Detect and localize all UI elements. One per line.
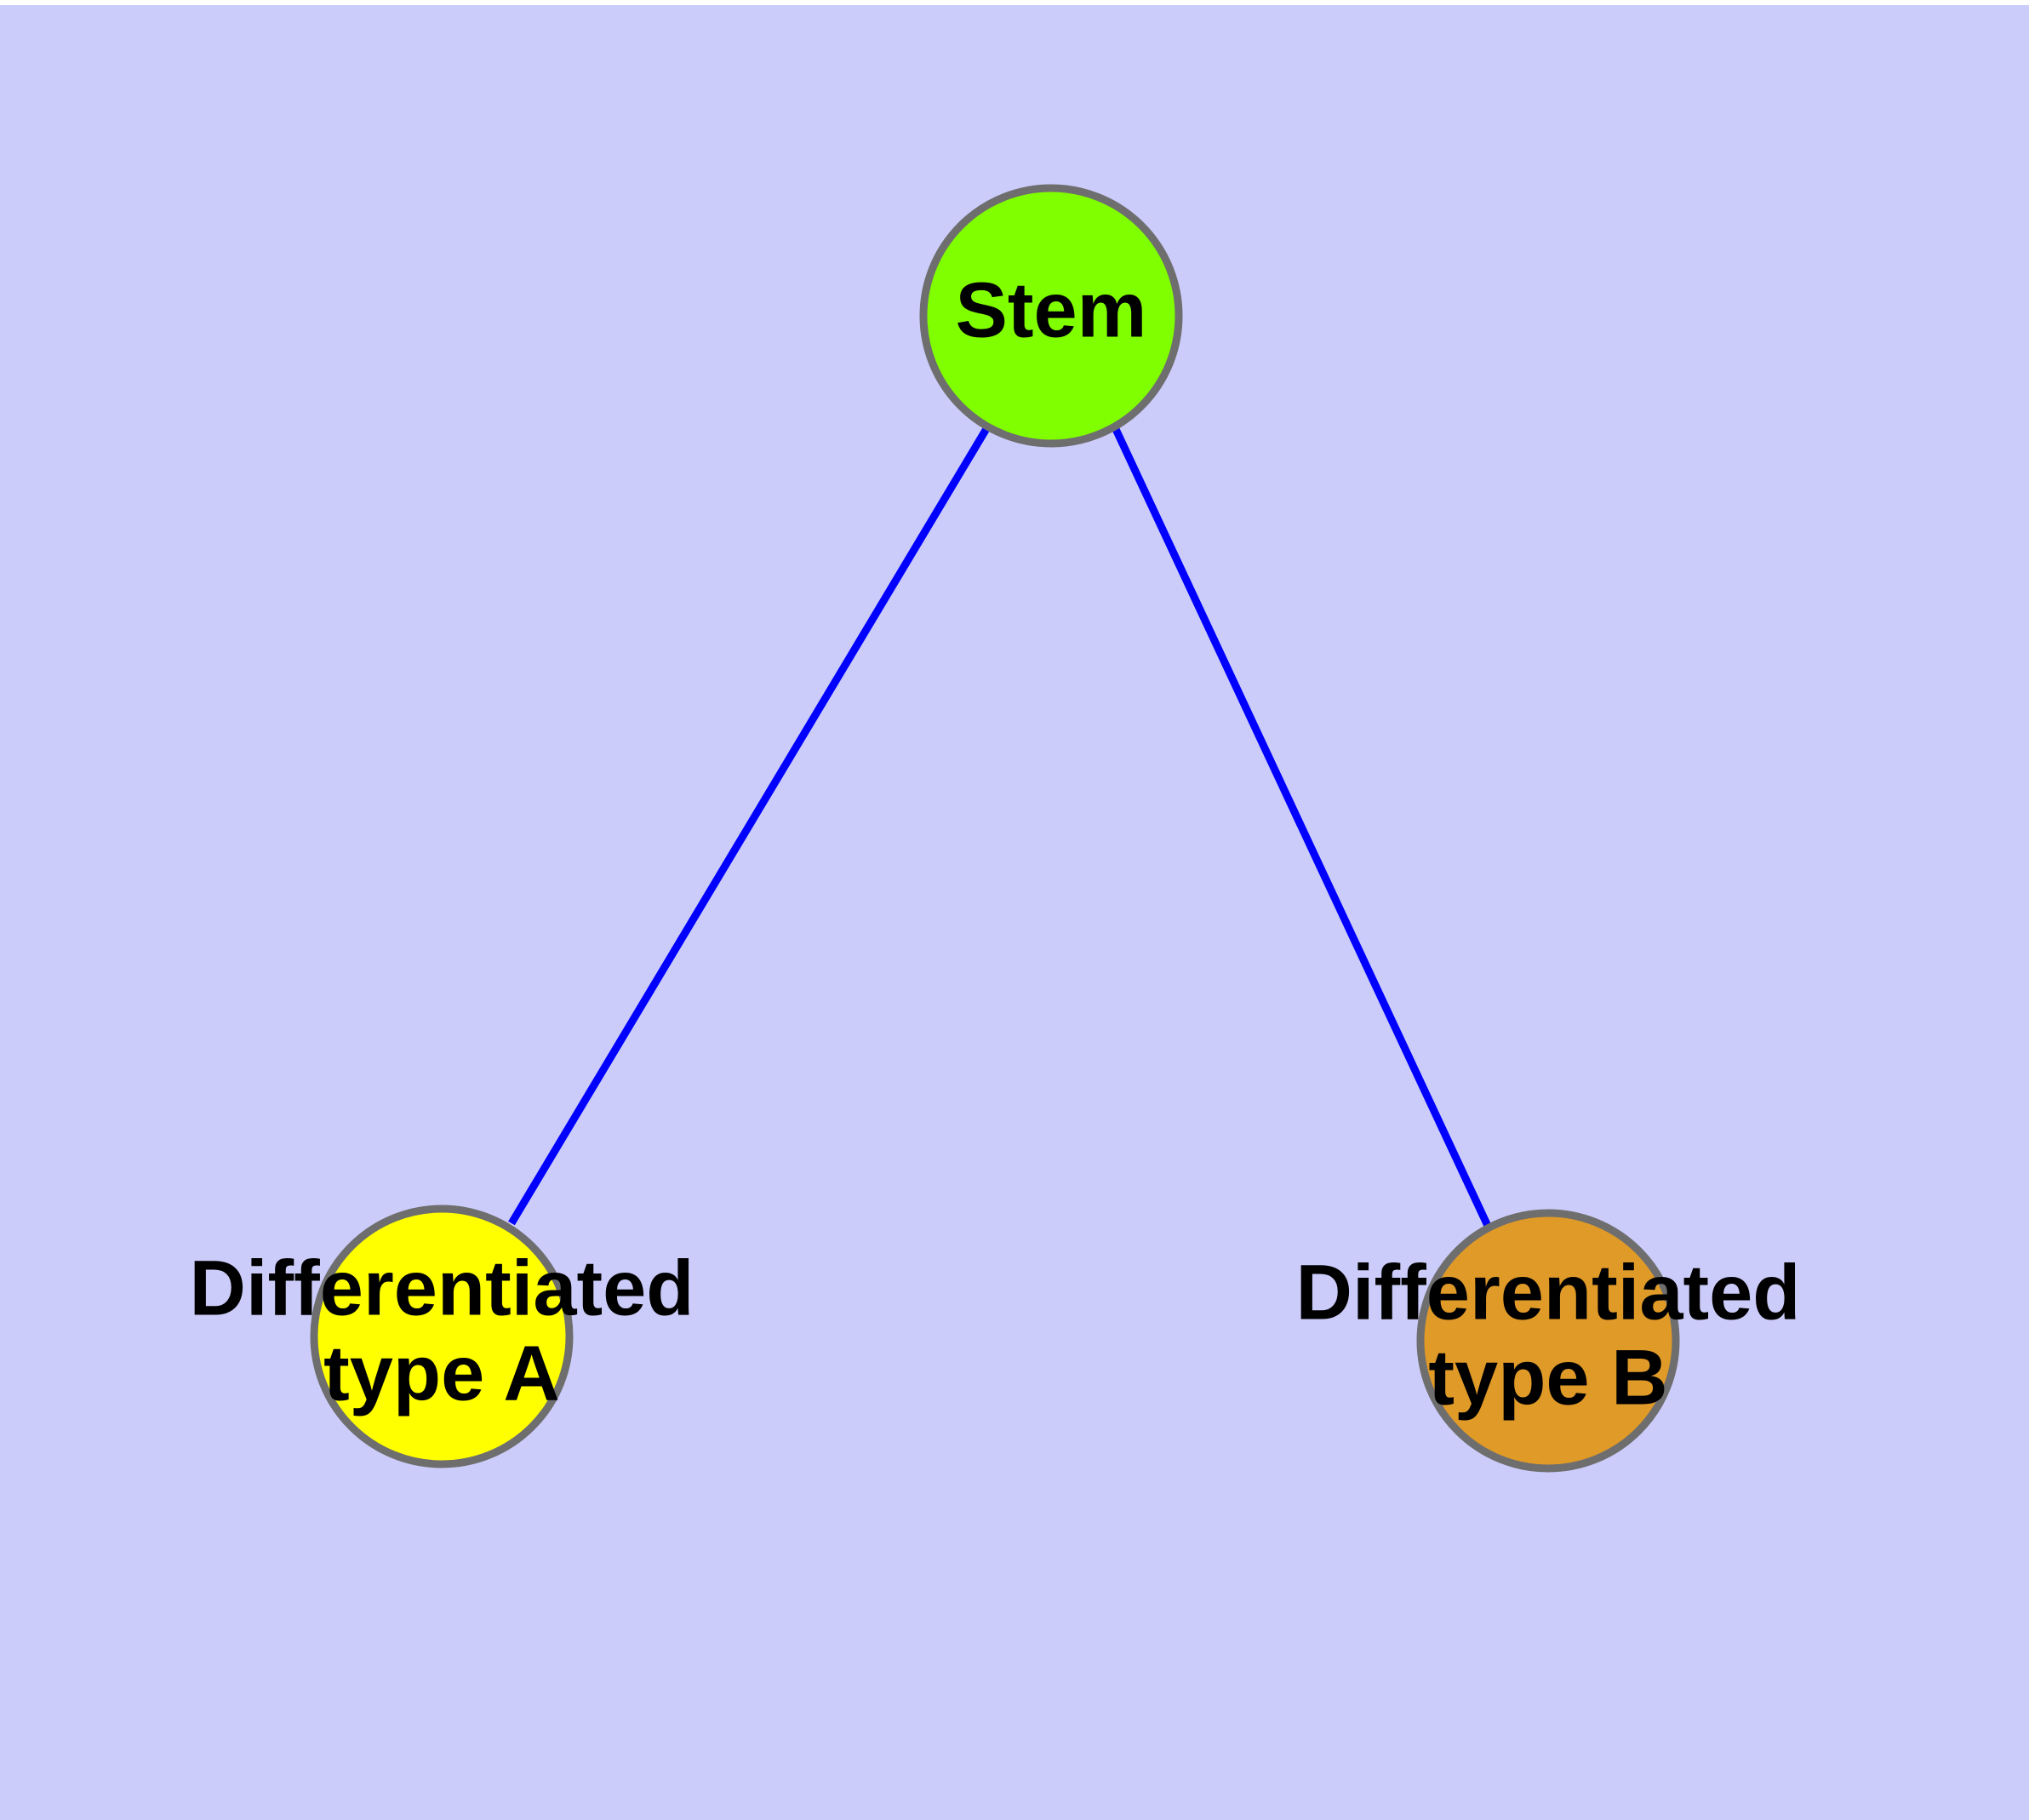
graph-node-stem[interactable] bbox=[919, 184, 1183, 448]
graph-node-label-line: type B bbox=[1428, 1334, 1667, 1421]
edges-layer bbox=[508, 425, 1492, 1228]
graph-node-label-stem: Stem bbox=[956, 266, 1147, 353]
graph-node-label-line: Differentiated bbox=[190, 1245, 694, 1331]
nodes-layer bbox=[310, 184, 1680, 1473]
graph-edge-stem-to-diff-a[interactable] bbox=[508, 425, 991, 1226]
graph-node-label-line: Stem bbox=[956, 266, 1147, 353]
graph-node-diff-a[interactable] bbox=[310, 1205, 574, 1468]
graph-node-label-line: Differentiated bbox=[1296, 1249, 1801, 1336]
graph-edge-stem-to-diff-b[interactable] bbox=[1111, 426, 1492, 1228]
graph-node-diff-b[interactable] bbox=[1416, 1209, 1680, 1473]
graph-node-label-line: type A bbox=[323, 1330, 560, 1417]
